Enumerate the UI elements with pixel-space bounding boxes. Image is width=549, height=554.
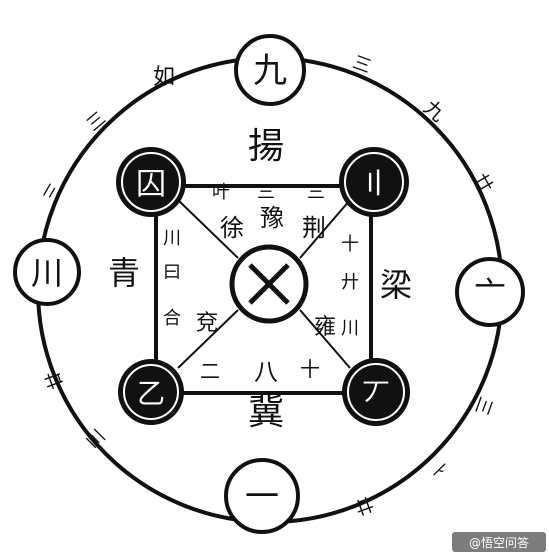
node-top-label: 九 xyxy=(253,51,287,91)
label-yong: 雍 xyxy=(314,315,336,340)
diagonal-tr xyxy=(299,199,351,259)
label-bottom-right-num: 十 xyxy=(300,357,320,381)
diagonal-br xyxy=(299,309,351,369)
corner-bottom-right: 丆 xyxy=(342,358,410,426)
corner-top-left-label: 囚 xyxy=(136,167,166,202)
ring-mark-ne2: 九 xyxy=(419,95,450,126)
watermark-label: @悟空问答 xyxy=(469,535,529,550)
node-left: 川 xyxy=(13,238,81,306)
corner-top-right-label: 〢 xyxy=(359,167,389,202)
corner-bottom-left-label: 乙 xyxy=(137,377,165,410)
label-top-left-num: 叶 xyxy=(212,182,230,203)
center-node xyxy=(229,244,309,324)
watermark: @悟空问答 xyxy=(452,532,546,552)
diagonal-tl xyxy=(177,199,239,259)
node-bottom-label: 一 xyxy=(245,477,279,517)
node-top: 九 xyxy=(234,34,306,106)
label-right-lower: 川 xyxy=(341,318,359,339)
label-top-right-num: 三 xyxy=(307,182,325,203)
label-top-mid-num: 三 xyxy=(257,182,275,203)
ring-mark-se2: 亠 xyxy=(422,452,450,480)
region-top-label: 揚 xyxy=(248,126,284,167)
diagonal-bl xyxy=(177,309,239,369)
label-yu: 豫 xyxy=(260,204,284,232)
node-right-label: 亠 xyxy=(474,274,506,312)
label-right-mid: 廾 xyxy=(341,272,359,293)
corner-bottom-right-label: 丆 xyxy=(362,377,390,410)
label-bottom-left-num: 二 xyxy=(200,359,220,383)
label-xu: 徐 xyxy=(220,214,244,242)
ring-mark-sw1: 三 xyxy=(82,424,110,452)
node-left-label: 川 xyxy=(31,254,63,292)
ring-mark-w-low: 廿 xyxy=(42,368,68,392)
label-left-lower: 合 xyxy=(163,308,181,329)
label-left-upper: 川 xyxy=(163,228,181,249)
label-right-upper: 十 xyxy=(341,234,359,255)
label-bottom-mid-num: 八 xyxy=(254,358,278,386)
label-jing: 荆 xyxy=(302,214,326,242)
ring-mark-ru: 如 xyxy=(153,65,175,90)
inner-square xyxy=(154,184,373,395)
node-bottom: 一 xyxy=(224,458,300,534)
region-right-label: 梁 xyxy=(380,266,412,304)
region-bottom-label: 冀 xyxy=(248,392,284,433)
ring-mark-nw1: 三 xyxy=(83,108,110,136)
label-yan: 兗 xyxy=(196,311,218,336)
corner-top-right: 〢 xyxy=(339,147,409,217)
node-right: 亠 xyxy=(455,257,525,327)
corner-bottom-left: 乙 xyxy=(118,359,184,425)
label-left-mid: 曰 xyxy=(163,262,181,283)
corner-top-left: 囚 xyxy=(116,147,186,217)
region-left-label: 青 xyxy=(108,254,140,292)
